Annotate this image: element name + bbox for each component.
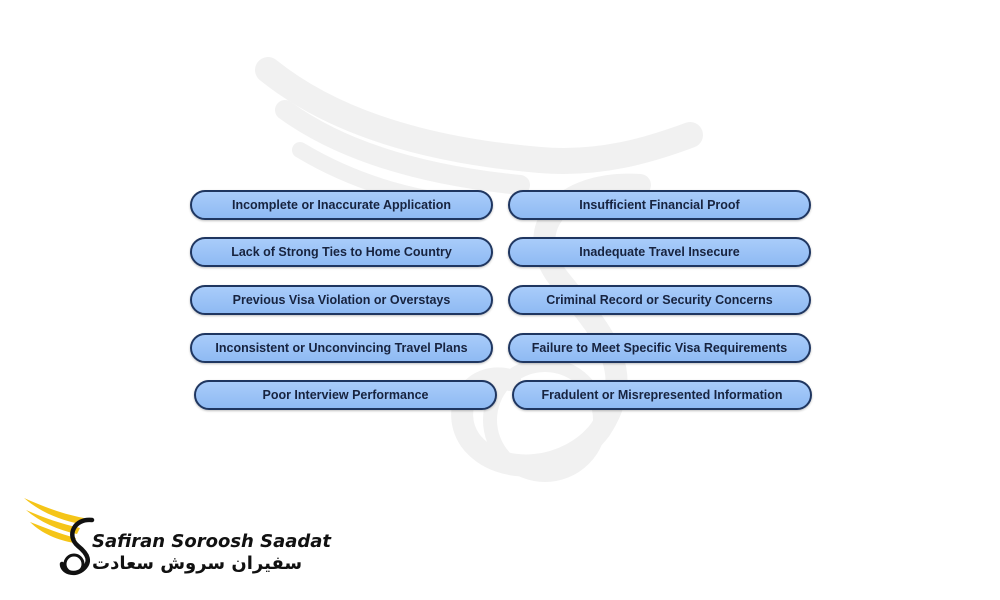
reason-pill: Inadequate Travel Insecure: [508, 237, 811, 267]
brand-wing-icon: [24, 498, 95, 576]
reason-pill: Incomplete or Inaccurate Application: [190, 190, 493, 220]
brand-name-persian: سفیران سروش سعادت: [92, 553, 303, 574]
reason-pill: Insufficient Financial Proof: [508, 190, 811, 220]
brand-name-english: Safiran Soroosh Saadat: [92, 531, 332, 552]
reason-pill: Lack of Strong Ties to Home Country: [190, 237, 493, 267]
reason-pill: Criminal Record or Security Concerns: [508, 285, 811, 315]
reason-pill: Poor Interview Performance: [194, 380, 497, 410]
reason-pill: Failure to Meet Specific Visa Requiremen…: [508, 333, 811, 363]
reason-pill: Inconsistent or Unconvincing Travel Plan…: [190, 333, 493, 363]
reason-pill: Previous Visa Violation or Overstays: [190, 285, 493, 315]
reason-pill: Fradulent or Misrepresented Information: [512, 380, 812, 410]
